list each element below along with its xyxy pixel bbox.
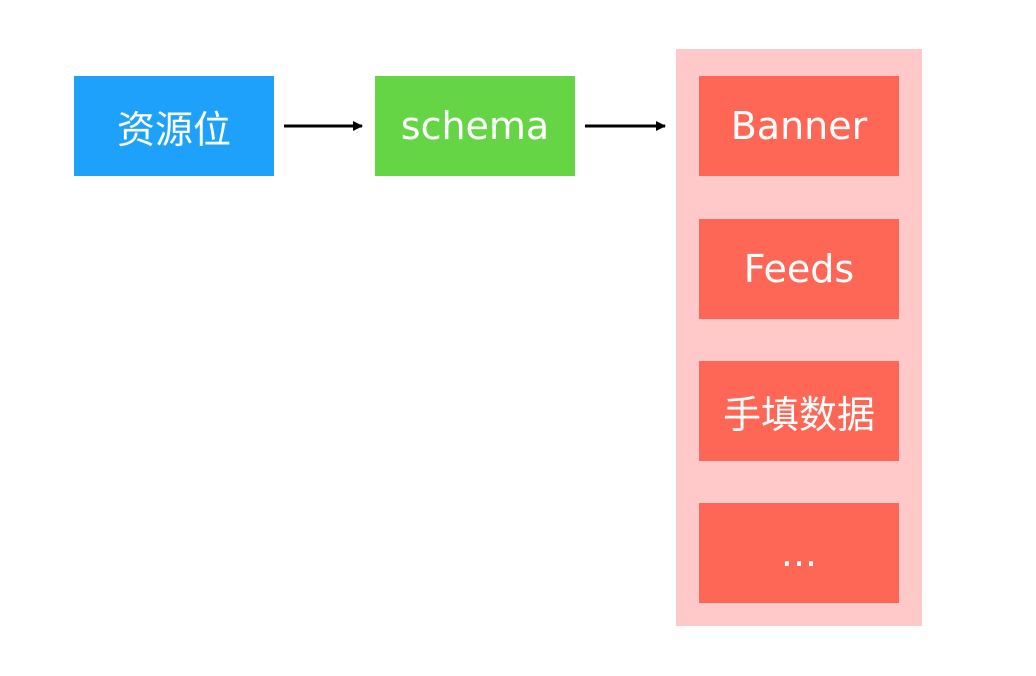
group-item-label: Feeds: [743, 247, 855, 291]
group-item-label: ...: [780, 531, 818, 575]
group-item-label: 手填数据: [722, 392, 875, 437]
group-item-feeds: Feeds: [699, 219, 899, 319]
schema-node-label: schema: [400, 104, 550, 148]
source-node-label: 资源位: [116, 107, 231, 152]
source-node: 资源位: [74, 76, 274, 176]
group-item-label: Banner: [730, 104, 868, 148]
group-item-manual-data: 手填数据: [699, 361, 899, 461]
schema-node: schema: [375, 76, 575, 176]
group-item-more: ...: [699, 503, 899, 603]
group-item-banner: Banner: [699, 76, 899, 176]
